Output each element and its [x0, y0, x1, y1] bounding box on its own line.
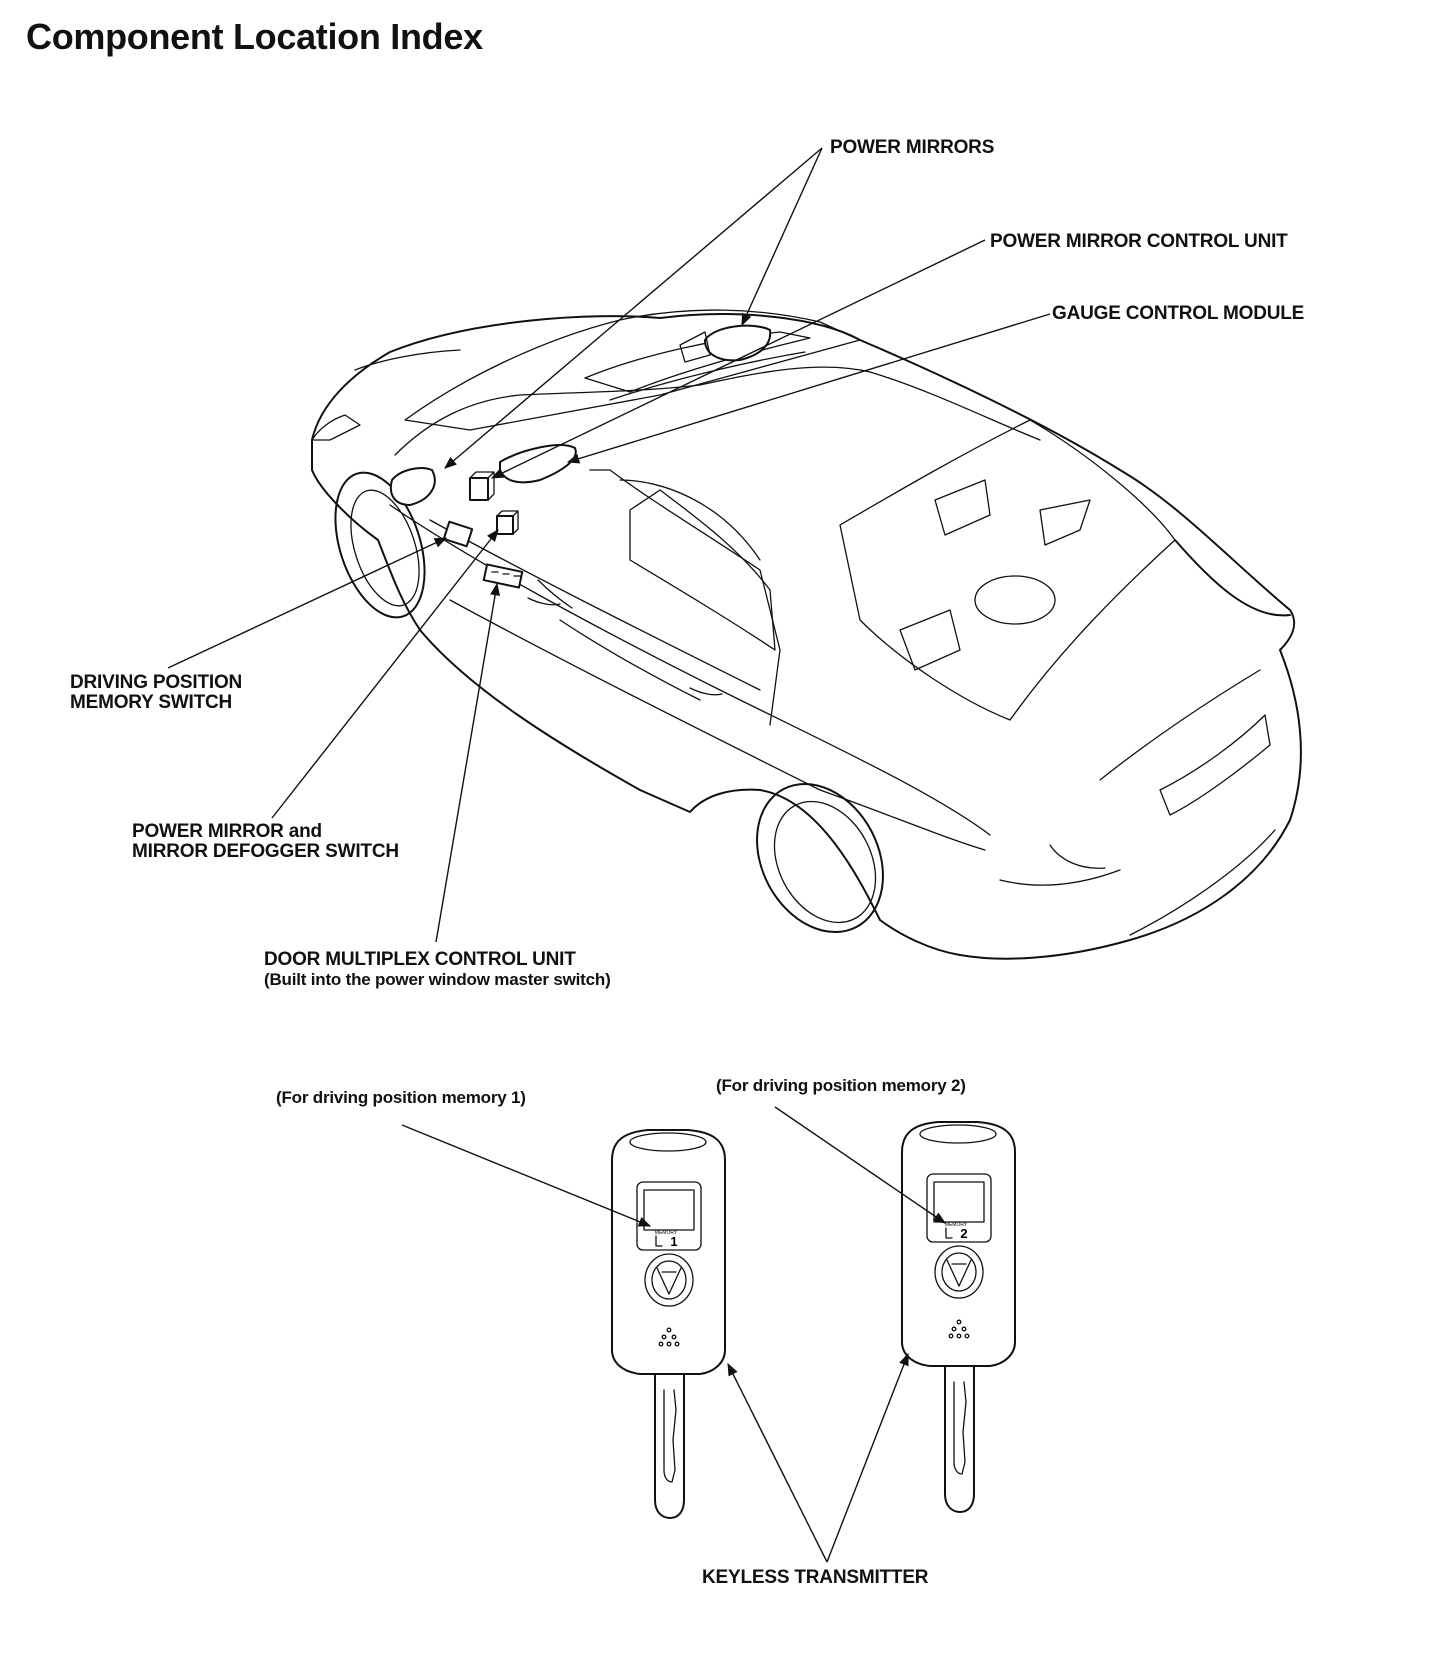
page-title: Component Location Index [26, 16, 483, 57]
led-dots-icon [948, 1319, 970, 1339]
fob2-memory-text: MEMORY [945, 1222, 968, 1228]
keyless-transmitter-1: MEMORY 1 [611, 1129, 726, 1519]
leader-lines [167, 147, 1051, 1563]
label-line: DOOR MULTIPLEX CONTROL UNIT [264, 949, 576, 970]
fob2-memory-number: 2 [960, 1226, 967, 1241]
driving-position-memory-switch-box [442, 520, 474, 548]
keyless-transmitter-2: MEMORY 2 [901, 1121, 1016, 1513]
label-power-mirrors: POWER MIRRORS [830, 137, 995, 158]
label-line: MEMORY SWITCH [70, 692, 233, 713]
power-mirror-control-unit-box [469, 477, 489, 501]
fob1-memory-number: 1 [670, 1234, 677, 1249]
fob1-memory-text: MEMORY [655, 1230, 678, 1236]
door-multiplex-control-unit-box [482, 563, 524, 589]
acura-logo-icon [644, 1253, 694, 1307]
label-power-mirror-defogger-switch: POWER MIRROR and MIRROR DEFOGGER SWITCH [132, 822, 399, 862]
label-memory-2: (For driving position memory 2) [716, 1076, 966, 1095]
label-memory-1: (For driving position memory 1) [276, 1088, 526, 1107]
car-illustration [311, 309, 1302, 960]
label-line: POWER MIRROR and [132, 821, 322, 842]
label-line: MIRROR DEFOGGER SWITCH [132, 841, 399, 862]
label-line: DRIVING POSITION [70, 672, 243, 693]
label-door-multiplex-control-unit: DOOR MULTIPLEX CONTROL UNIT (Built into … [264, 950, 611, 990]
power-mirror-defogger-switch-box [496, 515, 514, 535]
label-line: (Built into the power window master swit… [264, 970, 611, 989]
led-dots-icon [658, 1327, 680, 1347]
label-keyless-transmitter: KEYLESS TRANSMITTER [702, 1567, 929, 1588]
label-driving-position-memory-switch: DRIVING POSITION MEMORY SWITCH [70, 673, 242, 713]
label-power-mirror-control-unit: POWER MIRROR CONTROL UNIT [990, 231, 1288, 252]
acura-logo-icon [934, 1245, 984, 1299]
label-gauge-control-module: GAUGE CONTROL MODULE [1052, 303, 1305, 324]
